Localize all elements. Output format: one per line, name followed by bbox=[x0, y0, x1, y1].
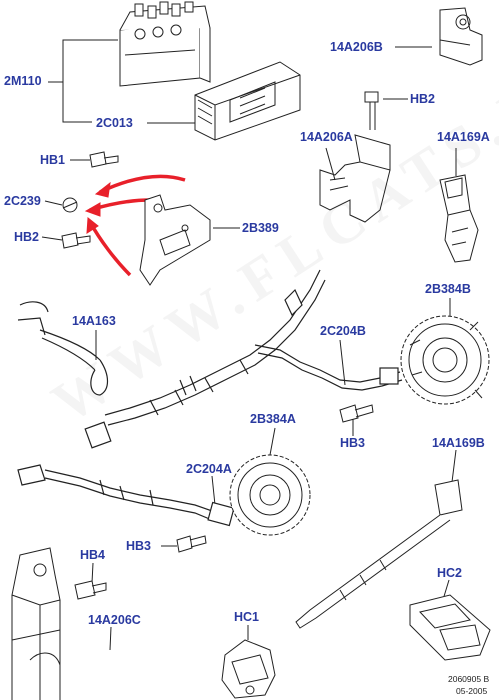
clip-hc1-drawing bbox=[221, 639, 276, 699]
callout-14a169b[interactable]: 14A169B bbox=[432, 436, 485, 450]
callout-hb1[interactable]: HB1 bbox=[40, 153, 66, 167]
clip-14a169a-drawing bbox=[439, 174, 479, 263]
callout-2b389[interactable]: 2B389 bbox=[242, 221, 279, 235]
callout-2c013[interactable]: 2C013 bbox=[96, 116, 133, 130]
bracket-2b389-drawing bbox=[139, 194, 211, 286]
callout-14a163[interactable]: 14A163 bbox=[72, 314, 116, 328]
bolt-hb3-left-drawing bbox=[176, 535, 207, 553]
callout-hb3-left[interactable]: HB3 bbox=[126, 539, 152, 553]
callout-14a169a[interactable]: 14A169A bbox=[437, 130, 490, 144]
shield-2b384b-drawing bbox=[400, 315, 490, 405]
bracket-14a206b-drawing bbox=[439, 7, 483, 66]
callout-hb2-left[interactable]: HB2 bbox=[14, 230, 40, 244]
callout-14a206c[interactable]: 14A206C bbox=[88, 613, 141, 627]
callout-2m110[interactable]: 2M110 bbox=[4, 74, 42, 88]
leader-lines bbox=[41, 39, 457, 651]
callout-2b384a[interactable]: 2B384A bbox=[250, 412, 296, 426]
module-2m110-drawing bbox=[119, 1, 211, 87]
bracket-14a206c-drawing bbox=[11, 547, 107, 700]
callout-hb3-right[interactable]: HB3 bbox=[340, 436, 366, 450]
callout-14a206b[interactable]: 14A206B bbox=[330, 40, 383, 54]
drawing-number: 2060905 B bbox=[448, 674, 490, 684]
cable-tie-14a169b-drawing bbox=[295, 479, 463, 629]
ecu-2c013-drawing bbox=[194, 61, 301, 141]
callout-2c204a[interactable]: 2C204A bbox=[186, 462, 232, 476]
callout-14a206a[interactable]: 14A206A bbox=[300, 130, 353, 144]
red-arrows bbox=[84, 174, 186, 277]
sensor-harness-14a163-drawing bbox=[17, 269, 403, 449]
bolt-hb3-right-drawing bbox=[339, 404, 374, 423]
callout-hb4[interactable]: HB4 bbox=[80, 548, 106, 562]
callout-hb2-top[interactable]: HB2 bbox=[410, 92, 436, 106]
callout-2b384b[interactable]: 2B384B bbox=[425, 282, 471, 296]
callout-2c239[interactable]: 2C239 bbox=[4, 194, 41, 208]
callout-2c204b[interactable]: 2C204B bbox=[320, 324, 366, 338]
callout-hc2[interactable]: HC2 bbox=[437, 566, 463, 580]
shield-2b384a-drawing bbox=[229, 454, 311, 536]
clip-hc2-drawing bbox=[409, 594, 491, 661]
sensor-harness-2c204a-drawing bbox=[17, 464, 235, 527]
small-fasteners-drawing bbox=[61, 151, 119, 249]
drawing-date: 05-2005 bbox=[456, 686, 488, 696]
bracket-14a206a-drawing bbox=[319, 91, 391, 223]
callout-hc1[interactable]: HC1 bbox=[234, 610, 260, 624]
